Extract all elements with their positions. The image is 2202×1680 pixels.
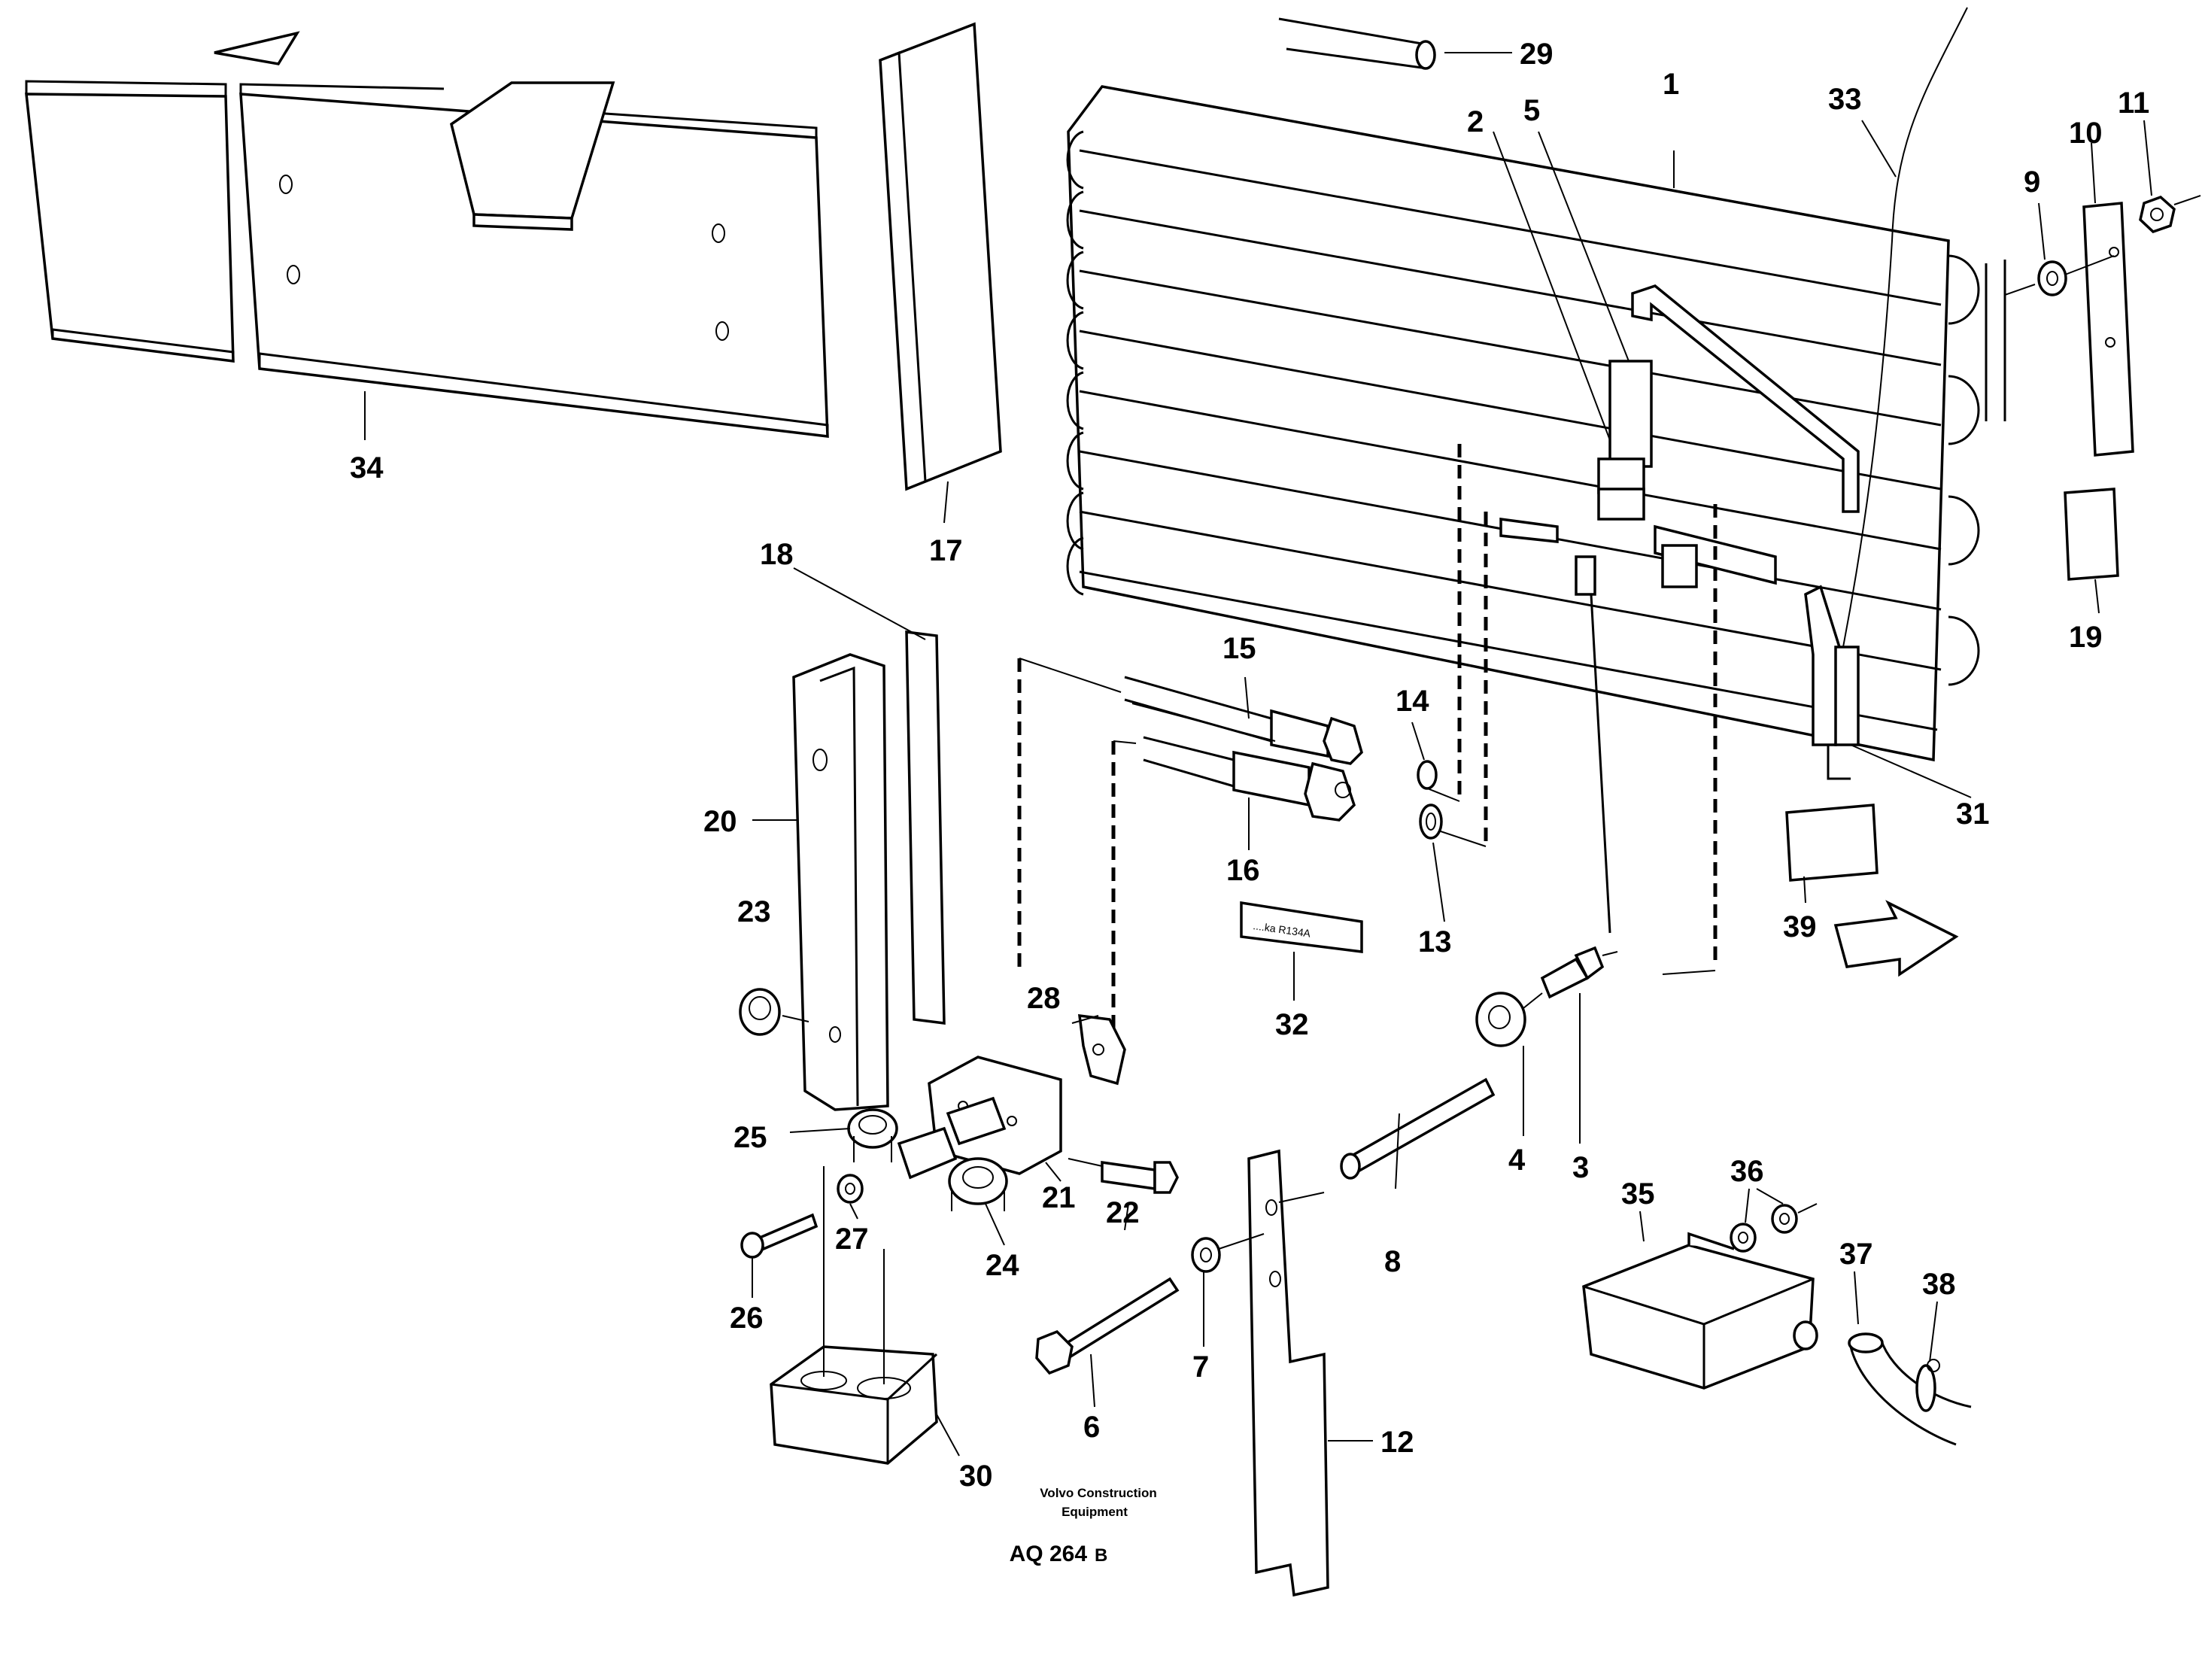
callout-6: 6 xyxy=(1083,1411,1100,1444)
part-32-label: ....ka R134A xyxy=(1240,901,1363,953)
callout-25: 25 xyxy=(733,1121,767,1154)
callout-3: 3 xyxy=(1572,1151,1589,1184)
callout-21: 21 xyxy=(1042,1181,1076,1214)
callout-29: 29 xyxy=(1520,38,1554,71)
callout-30: 30 xyxy=(959,1460,993,1493)
callout-27: 27 xyxy=(835,1223,869,1256)
part-14-o-ring xyxy=(1417,760,1438,790)
callout-11: 11 xyxy=(2118,87,2149,120)
part-9-washer xyxy=(2004,255,2115,296)
callout-36: 36 xyxy=(1730,1155,1764,1188)
part-11-nut xyxy=(2139,195,2201,234)
part-37-drain-hose xyxy=(1848,1332,1972,1446)
part-26-screw xyxy=(740,1213,819,1259)
direction-arrow-icon xyxy=(214,31,300,65)
part-25-grommet xyxy=(847,1108,898,1162)
callout-35: 35 xyxy=(1621,1177,1655,1211)
callout-19: 19 xyxy=(2069,621,2103,654)
part-13-o-ring xyxy=(1419,804,1443,840)
part-23-cap xyxy=(739,988,809,1036)
callout-32: 32 xyxy=(1275,1008,1309,1041)
callout-16: 16 xyxy=(1226,854,1260,887)
callout-12: 12 xyxy=(1380,1426,1414,1459)
callout-labels: 1 2 5 29 33 10 11 9 19 31 39 34 17 18 20… xyxy=(350,38,2149,1493)
part-1-evaporator xyxy=(1066,85,2006,780)
callout-1: 1 xyxy=(1663,68,1679,101)
callout-20: 20 xyxy=(703,805,737,838)
caption-company-line1: Volvo Construction xyxy=(1040,1486,1157,1500)
part-18-seal xyxy=(905,630,946,1025)
part-24-grommet xyxy=(948,1157,1008,1211)
part-34-panel xyxy=(25,31,829,438)
callout-31: 31 xyxy=(1956,797,1990,831)
callout-28: 28 xyxy=(1027,982,1061,1015)
callout-14: 14 xyxy=(1396,685,1429,718)
caption-company-line2: Equipment xyxy=(1062,1505,1128,1519)
part-38-hose-clamp xyxy=(1915,1359,1940,1412)
part-3-service-valve xyxy=(1540,594,1618,999)
caption-revision: B xyxy=(1095,1545,1107,1566)
callout-2: 2 xyxy=(1467,105,1484,138)
part-35-drain-tray xyxy=(1582,1232,1818,1390)
direction-arrow-icon xyxy=(1833,900,1959,977)
callout-leaders xyxy=(364,52,2152,1457)
part-20-angle xyxy=(792,653,889,1111)
callout-13: 13 xyxy=(1418,925,1452,958)
part-7-washer xyxy=(1191,1233,1265,1273)
part-39-pad xyxy=(1785,804,1879,882)
part-10-bracket xyxy=(2082,202,2134,457)
part-19-pad xyxy=(2064,488,2119,581)
part-16-hose xyxy=(1143,736,1356,822)
part-22-screw xyxy=(1068,1158,1179,1194)
part-15-hose xyxy=(1124,676,1363,765)
part-8-spacer xyxy=(1340,1077,1496,1180)
part-17-foam-strip xyxy=(879,22,1002,491)
part-4-cap xyxy=(1475,992,1543,1047)
part-28-clip xyxy=(1077,1013,1126,1086)
callout-5: 5 xyxy=(1523,94,1540,127)
callout-24: 24 xyxy=(986,1249,1019,1282)
part-27-washer xyxy=(837,1174,864,1204)
callout-7: 7 xyxy=(1192,1350,1209,1384)
callout-4: 4 xyxy=(1508,1144,1526,1177)
callout-8: 8 xyxy=(1384,1245,1401,1278)
callout-9: 9 xyxy=(2024,166,2040,199)
callout-26: 26 xyxy=(730,1302,764,1335)
callout-37: 37 xyxy=(1839,1238,1873,1271)
callout-23: 23 xyxy=(737,895,771,928)
callout-39: 39 xyxy=(1783,910,1817,943)
part-33-capillary xyxy=(1842,7,1968,648)
callout-22: 22 xyxy=(1106,1196,1140,1229)
callout-15: 15 xyxy=(1222,632,1256,665)
callout-17: 17 xyxy=(929,534,963,567)
caption-drawing-number: AQ 264 xyxy=(1010,1542,1088,1566)
drawing-caption: Volvo Construction Equipment AQ 264 B xyxy=(1010,1486,1157,1566)
part-30-block xyxy=(770,1166,938,1465)
part-36-washers xyxy=(1730,1203,1818,1253)
callout-38: 38 xyxy=(1922,1268,1956,1301)
part-29-seal-strip xyxy=(1278,17,1436,70)
hose-clamps xyxy=(897,1096,1007,1180)
callout-18: 18 xyxy=(760,538,794,571)
part-12-plate xyxy=(1247,1149,1329,1597)
hose-routing-lines xyxy=(1017,444,1718,1031)
callout-10: 10 xyxy=(2069,117,2103,150)
part-6-bolt xyxy=(1035,1277,1180,1375)
callout-33: 33 xyxy=(1828,83,1862,116)
callout-34: 34 xyxy=(350,451,384,485)
